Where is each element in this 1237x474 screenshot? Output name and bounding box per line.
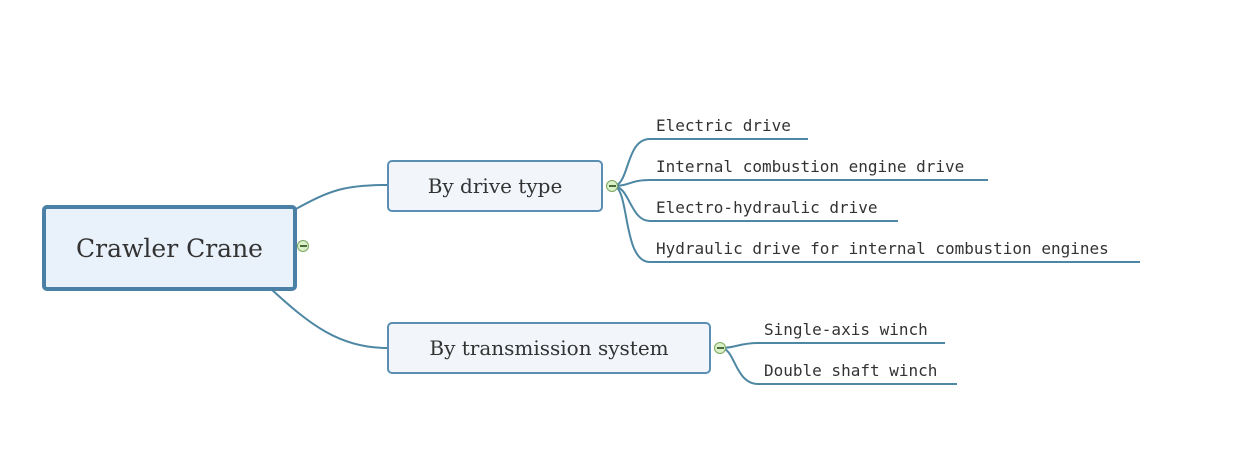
leaf-hydraulic-drive-ice[interactable]: Hydraulic drive for internal combustion … <box>656 239 1109 258</box>
root-node[interactable]: Crawler Crane <box>42 205 297 291</box>
edge-drive-leaf-2 <box>612 179 988 187</box>
leaf-double-shaft-winch[interactable]: Double shaft winch <box>764 361 938 380</box>
edge-drive-leaf-4 <box>612 185 1140 263</box>
root-node-label: Crawler Crane <box>76 233 263 263</box>
edge-drive-leaf-1 <box>612 138 808 187</box>
branch-node-transmission-system[interactable]: By transmission system <box>387 322 711 374</box>
edge-root-trans <box>269 287 388 349</box>
collapse-minus-icon[interactable] <box>297 240 309 252</box>
collapse-minus-icon[interactable] <box>606 180 618 192</box>
collapse-minus-icon[interactable] <box>714 342 726 354</box>
leaf-electric-drive[interactable]: Electric drive <box>656 116 791 135</box>
branch-node-label: By drive type <box>427 174 563 198</box>
leaf-internal-combustion-engine-drive[interactable]: Internal combustion engine drive <box>656 157 965 176</box>
edge-drive-leaf-3 <box>612 185 898 222</box>
edge-root-drive <box>293 184 388 211</box>
edge-trans-leaf-1 <box>720 342 945 349</box>
branch-node-label: By transmission system <box>429 336 669 360</box>
leaf-electro-hydraulic-drive[interactable]: Electro-hydraulic drive <box>656 198 878 217</box>
branch-node-drive-type[interactable]: By drive type <box>387 160 603 212</box>
leaf-single-axis-winch[interactable]: Single-axis winch <box>764 320 928 339</box>
